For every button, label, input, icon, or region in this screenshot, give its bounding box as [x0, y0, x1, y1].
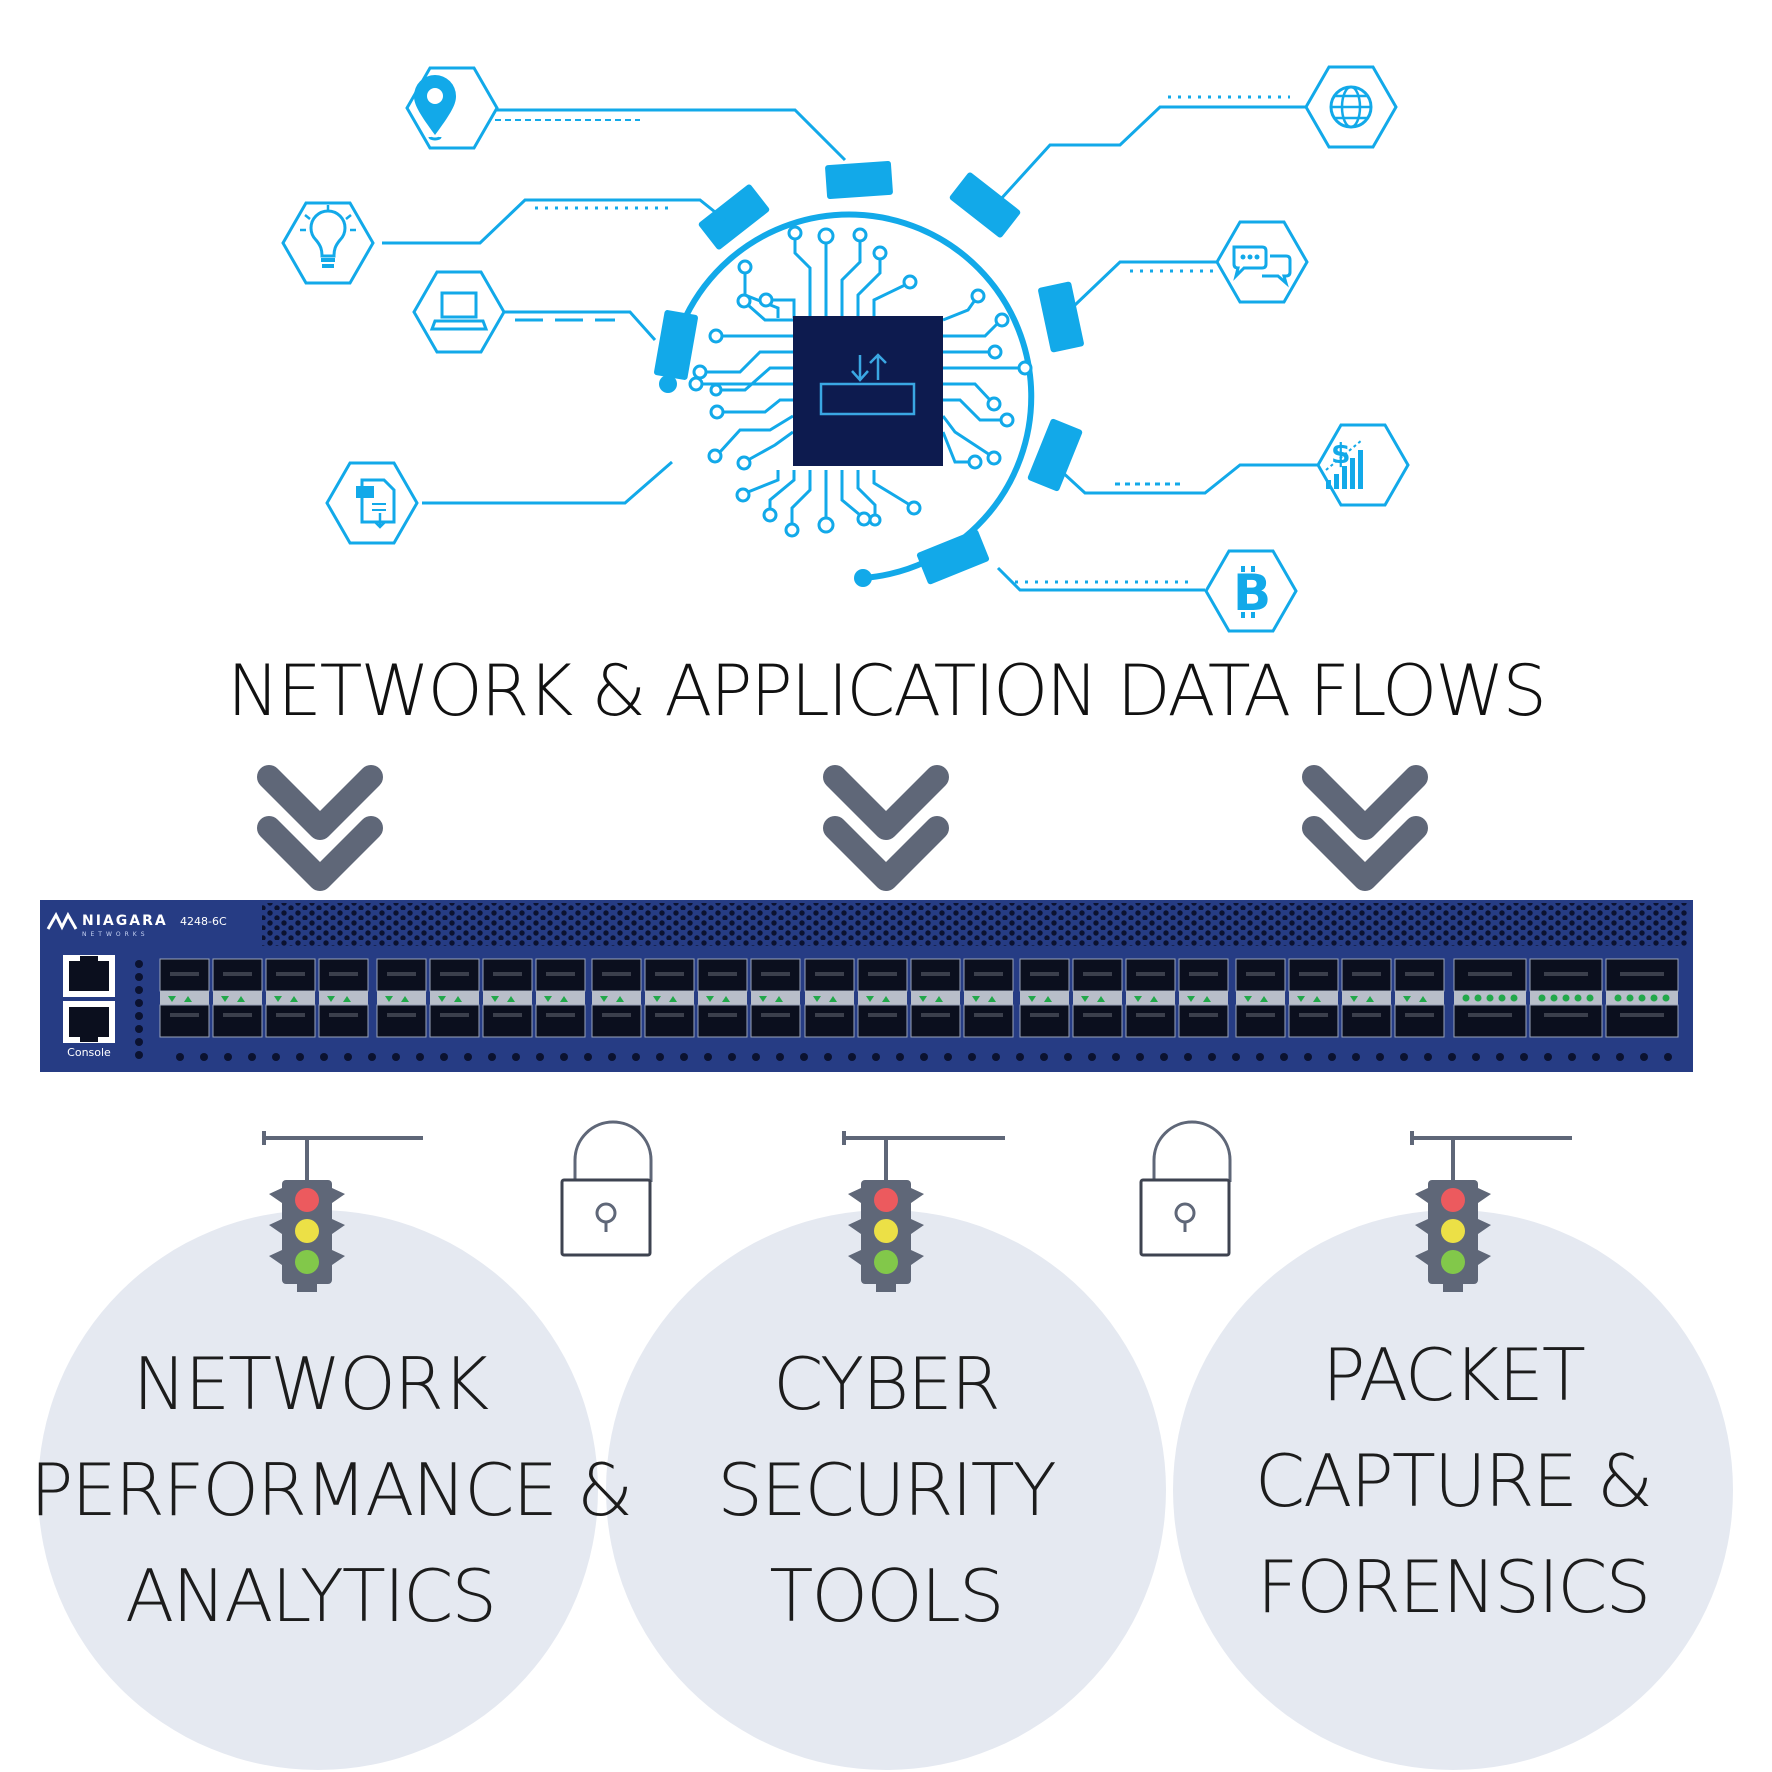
destination-label-analytics: NETWORK PERFORMANCE & ANALYTICS [30, 1342, 633, 1638]
niagara-packet-broker: NIAGARA NETWORKS 4248-6C Console [40, 900, 1693, 1072]
sfp-port[interactable] [697, 958, 748, 1038]
connector-lines [382, 105, 1318, 592]
sfp-port[interactable] [857, 958, 908, 1038]
unlocked-padlock-icon [1139, 1120, 1232, 1257]
qsfp-port[interactable] [1605, 958, 1679, 1038]
circuit-traces [700, 238, 1020, 525]
sfp-port[interactable] [1341, 958, 1392, 1038]
sfp-port[interactable] [963, 958, 1014, 1038]
bottom-indicators [176, 1053, 1672, 1061]
lightbulb-icon [281, 201, 375, 285]
destination-label-forensics: PACKET CAPTURE & FORENSICS [1254, 1333, 1653, 1629]
sfp-port[interactable] [644, 958, 695, 1038]
destination-circles [38, 1210, 1733, 1770]
destination-circle-security [606, 1210, 1166, 1770]
traffic-light-icon [1410, 1131, 1572, 1292]
sfp-port[interactable] [1178, 958, 1229, 1038]
processor-hub [654, 160, 1084, 587]
traffic-light-icon [842, 1131, 1005, 1292]
diagram-title: NETWORK & APPLICATION DATA FLOWS [227, 650, 1547, 732]
hub-ring [665, 211, 1035, 581]
location-pin-icon [405, 66, 499, 150]
qsfp-port[interactable] [1529, 958, 1603, 1038]
sfp-port[interactable] [1125, 958, 1176, 1038]
console-ports[interactable]: Console [63, 955, 115, 1059]
sfp-port[interactable] [1235, 958, 1286, 1038]
sfp-port[interactable] [429, 958, 480, 1038]
destination-circle-analytics [38, 1210, 598, 1770]
sfp-port[interactable] [1072, 958, 1123, 1038]
sfp-port[interactable] [1394, 958, 1445, 1038]
double-chevron-down-icon [823, 765, 949, 891]
brand-name: NIAGARA [82, 913, 168, 929]
bitcoin-icon: B [1204, 549, 1298, 633]
sfp-port[interactable] [1019, 958, 1070, 1038]
sfp-port[interactable] [318, 958, 369, 1038]
traffic-light-icon [262, 1131, 423, 1292]
sfp-port[interactable] [376, 958, 427, 1038]
laptop-icon [412, 270, 506, 354]
console-label: Console [67, 1046, 111, 1059]
double-chevron-down-icon [1302, 765, 1428, 891]
sfp-port[interactable] [750, 958, 801, 1038]
sfp-port[interactable] [1288, 958, 1339, 1038]
sfp-port[interactable] [159, 958, 210, 1038]
sfp-port[interactable] [591, 958, 642, 1038]
globe-icon [1304, 65, 1398, 149]
brand-subtitle: NETWORKS [82, 931, 149, 938]
status-leds [135, 960, 143, 1059]
destination-label-security: CYBER SECURITY TOOLS [717, 1342, 1056, 1638]
niagara-logo: NIAGARA NETWORKS 4248-6C [46, 911, 227, 938]
sfp-port[interactable] [212, 958, 263, 1038]
chip-icon [793, 316, 943, 466]
qsfp-port[interactable] [1453, 958, 1527, 1038]
model-number: 4248-6C [180, 915, 227, 928]
sfp-port[interactable] [482, 958, 533, 1038]
ring-segments [654, 160, 1084, 585]
document-download-icon [325, 461, 419, 545]
sfp-port[interactable] [265, 958, 316, 1038]
destination-circle-forensics [1173, 1210, 1733, 1770]
dotted-trails [485, 95, 1290, 584]
circuit-nodes [688, 225, 1033, 538]
finance-chart-icon: $ [1316, 423, 1410, 507]
sfp-port[interactable] [804, 958, 855, 1038]
double-chevron-down-icon [257, 765, 383, 891]
svg-text:$: $ [1331, 437, 1350, 470]
sfp-ports [159, 958, 1679, 1038]
sfp-port[interactable] [910, 958, 961, 1038]
unlocked-padlock-icon [560, 1120, 653, 1257]
sfp-port[interactable] [535, 958, 586, 1038]
chat-bubbles-icon [1215, 220, 1309, 304]
